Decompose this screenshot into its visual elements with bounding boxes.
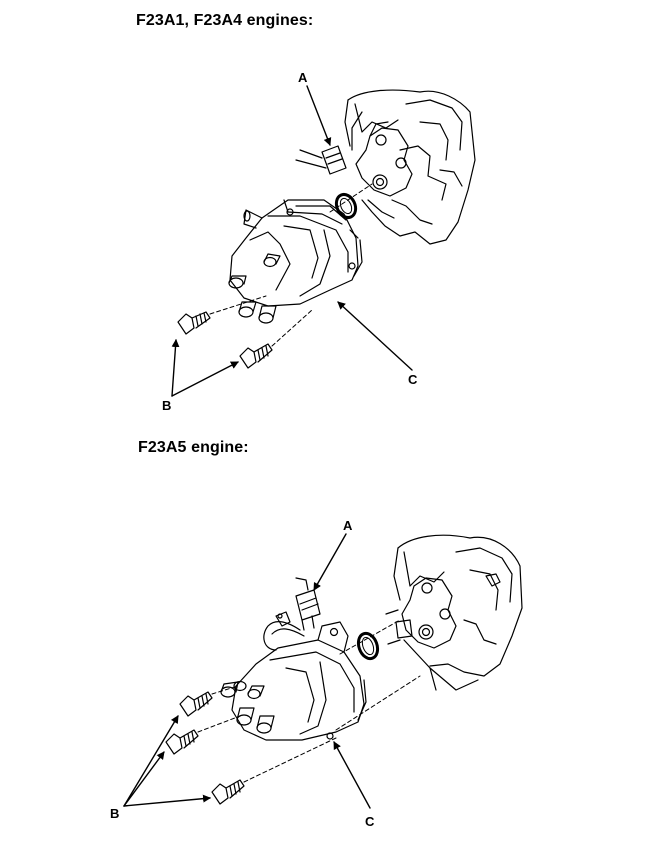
distributor-assembly-bottom	[220, 621, 367, 741]
o-ring-bottom	[356, 631, 380, 661]
mounting-bolt-1-bottom	[179, 691, 213, 717]
figure-f23a1-f23a4	[171, 85, 476, 397]
connector-a-bottom	[295, 577, 321, 631]
distributor-assembly-top	[228, 199, 363, 324]
wire-harness-bottom	[263, 611, 305, 651]
callout-a-top: A	[298, 70, 308, 85]
callout-b-bottom: B	[110, 806, 119, 821]
mounting-bolt-2-bottom	[165, 729, 199, 755]
engine-housing-bottom	[393, 534, 523, 691]
callout-b-top: B	[162, 398, 171, 413]
mounting-bolt-1-top	[177, 311, 211, 335]
engine-housing-top	[344, 89, 476, 245]
section-heading-f23a1-f23a4: F23A1, F23A4 engines:	[136, 12, 314, 29]
alignment-lines-bottom	[197, 619, 421, 783]
callout-c-bottom: C	[365, 814, 375, 829]
mounting-bolt-3-bottom	[211, 779, 245, 805]
mounting-bolt-2-top	[239, 343, 273, 369]
distributor-mount-flange-top	[355, 121, 413, 197]
leader-lines-bottom	[123, 533, 371, 809]
leader-lines-top	[171, 85, 413, 397]
section-heading-f23a5: F23A5 engine:	[138, 439, 249, 456]
callout-a-bottom: A	[343, 518, 353, 533]
figure-f23a5	[123, 533, 523, 809]
callout-c-top: C	[408, 372, 418, 387]
alignment-lines-top	[209, 183, 373, 347]
distributor-mount-flange-bottom	[385, 577, 457, 649]
connector-a-top	[295, 145, 347, 175]
